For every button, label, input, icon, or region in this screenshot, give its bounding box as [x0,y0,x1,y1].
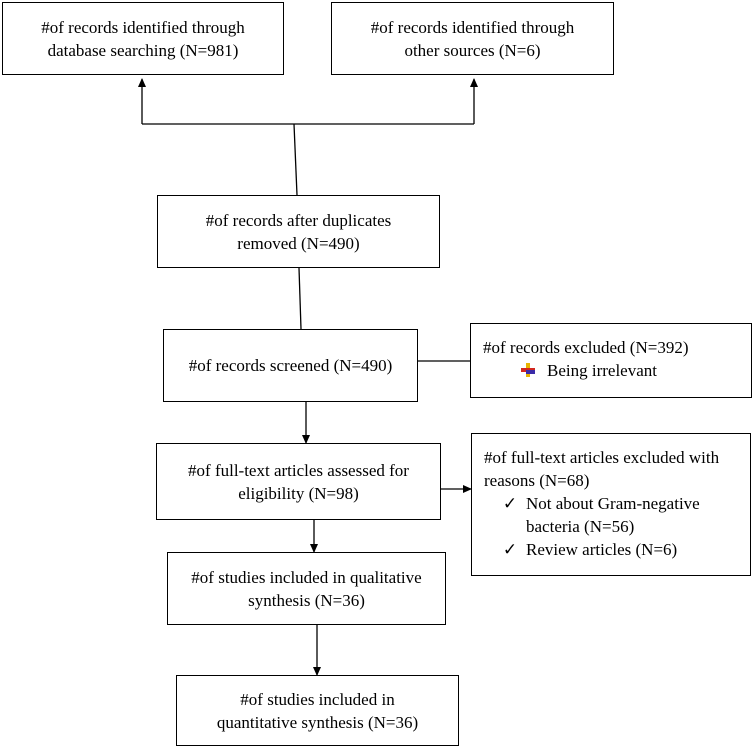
box-qualitative-synthesis: #of studies included in qualitative synt… [167,552,446,625]
box-text-line: database searching (N=981) [47,40,239,60]
box-text-line: #of studies included in qualitative [191,567,422,587]
check-mark-icon: ✓ [502,494,518,513]
box-text-line: #of records screened (N=490) [188,356,393,375]
box-text-line: eligibility (N=98) [238,483,359,503]
reason-line: bacteria (N=56) [526,517,635,536]
check-mark-icon: ✓ [502,540,518,559]
box-text-line: #of records identified through [41,17,245,37]
box-text-line: #of studies included in [240,689,395,709]
box-after-duplicates: #of records after duplicates removed (N=… [157,195,440,268]
box-text-line: synthesis (N=36) [248,590,365,610]
box-text-line: quantitative synthesis (N=36) [216,712,419,732]
reason-line: Not about Gram-negative [526,494,700,513]
list-item: Being irrelevant [483,359,741,382]
box-records-excluded: #of records excluded (N=392) Being irrel… [470,323,752,398]
list-item: ✓ Not about Gram-negative bacteria (N=56… [484,492,740,538]
box-quantitative-synthesis: #of studies included in quantitative syn… [176,675,459,746]
connector-merge-vertical [293,123,298,196]
box-text-line: #of records identified through [370,17,575,37]
connector-duplicates-screened [298,267,302,330]
fulltext-excluded-title-line: #of full-text articles excluded with [484,448,720,467]
reason-line: Review articles (N=6) [526,540,678,559]
fulltext-excluded-title-line: reasons (N=68) [484,471,590,490]
box-text-line: removed (N=490) [237,233,360,253]
box-text-line: #of full-text articles assessed for [188,460,409,480]
excluded-reason: Being irrelevant [547,361,657,380]
box-text-line: other sources (N=6) [404,40,541,60]
box-records-screened: #of records screened (N=490) [163,329,418,402]
box-database-searching: #of records identified through database … [2,2,284,75]
box-full-text-assessed: #of full-text articles assessed for elig… [156,443,441,520]
box-other-sources: #of records identified through other sou… [331,2,614,75]
colored-cross-bullet-icon [521,363,535,377]
excluded-title: #of records excluded (N=392) [483,338,689,357]
box-text-line: #of records after duplicates [205,210,392,230]
list-item: ✓ Review articles (N=6) [484,538,740,561]
box-full-text-excluded: #of full-text articles excluded with rea… [471,433,751,576]
